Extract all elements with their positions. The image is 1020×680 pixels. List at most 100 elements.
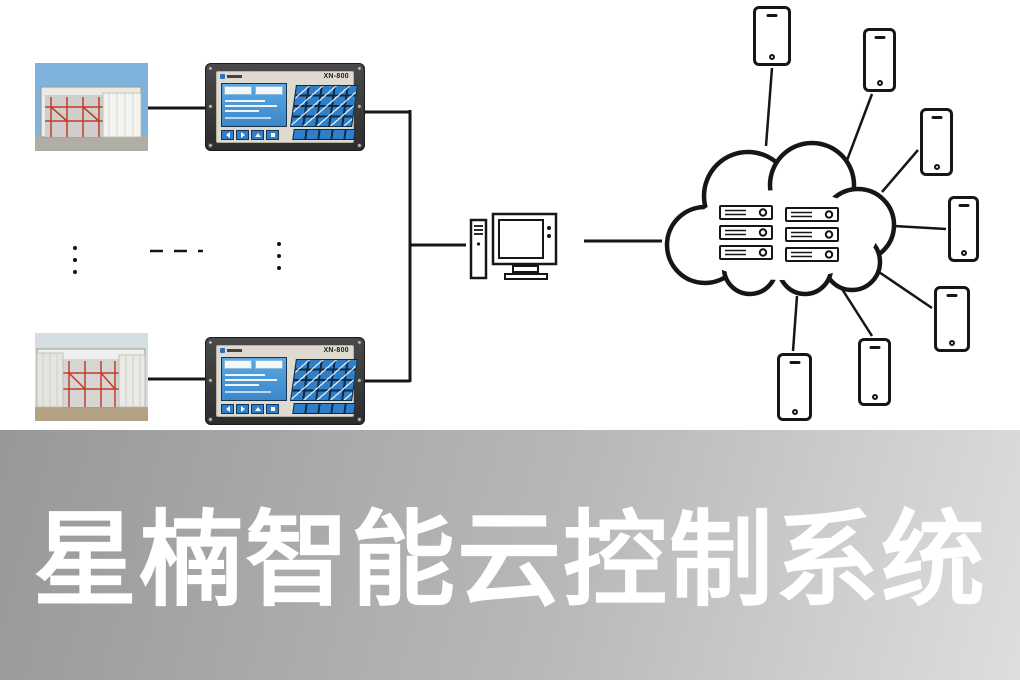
desktop-pc-icon: [469, 212, 558, 280]
screw-icon: [357, 104, 362, 109]
right-arrow-icon: [240, 132, 245, 138]
server-rack-icons: [719, 205, 839, 262]
left-arrow-icon: [225, 132, 230, 138]
phone-speaker: [946, 294, 958, 297]
screen-table-cell: [255, 360, 283, 369]
brand-logo-icon: [220, 74, 242, 79]
controller-keypad: [290, 85, 358, 127]
ellipsis-dot: [277, 242, 281, 246]
phone-home-button: [871, 394, 878, 400]
screen-table-cell: [224, 360, 252, 369]
cloud-icon: [664, 140, 897, 297]
left-arrow-icon: [225, 406, 230, 412]
nav-right-button: [236, 404, 249, 414]
screw-icon: [357, 340, 362, 345]
controller-nav-buttons: [221, 404, 279, 414]
controller-screen: [221, 357, 287, 401]
phone-home-button: [960, 250, 967, 256]
connections-layer: [148, 67, 947, 383]
smartphone-icon: [948, 196, 979, 262]
controller-nav-buttons: [221, 130, 279, 140]
screw-icon: [208, 143, 213, 148]
screen-text-line: [225, 105, 277, 107]
nav-right-button: [236, 130, 249, 140]
screw-icon: [357, 417, 362, 422]
right-arrow-icon: [240, 406, 245, 412]
brand-logo-icon: [220, 348, 242, 353]
nav-left-button: [221, 130, 234, 140]
screw-icon: [357, 66, 362, 71]
up-arrow-icon: [254, 133, 261, 137]
nav-up-button: [251, 130, 264, 140]
nav-enter-button: [266, 404, 279, 414]
screen-text-line: [225, 379, 277, 381]
connector-cloud-phone4: [893, 224, 947, 231]
screw-icon: [208, 340, 213, 345]
smartphone-icon: [777, 353, 812, 421]
up-arrow-icon: [254, 407, 261, 411]
ellipsis-dot: [277, 254, 281, 258]
controller-xn800-2: XN-800: [205, 337, 365, 425]
building-photo-art: [35, 63, 148, 151]
phone-speaker: [958, 204, 969, 207]
smartphone-icon: [858, 338, 891, 406]
phone-speaker: [789, 361, 800, 364]
connector-cloud-phone5: [875, 268, 933, 310]
connector-cloud-phone2: [844, 93, 874, 164]
screen-table-cell: [255, 86, 283, 95]
nav-left-button: [221, 404, 234, 414]
controller-keypad: [290, 359, 358, 401]
curing-room-photo-2: [35, 333, 148, 426]
screw-icon: [208, 417, 213, 422]
phone-home-button: [876, 80, 883, 86]
ellipsis-dot: [73, 270, 77, 274]
controller-panel: XN-800: [216, 345, 358, 417]
nav-enter-button: [266, 130, 279, 140]
phone-speaker: [869, 346, 880, 349]
enter-icon: [270, 407, 275, 411]
screen-text-line: [225, 110, 259, 112]
screen-text-line: [225, 384, 259, 386]
system-title: 星楠智能云控制系统: [32, 502, 987, 619]
nav-up-button: [251, 404, 264, 414]
curing-room-photo-1: [35, 63, 148, 156]
controller-model-label: XN-800: [323, 347, 349, 354]
controller-panel: XN-800: [216, 71, 358, 143]
smartphone-icon: [863, 28, 896, 92]
screw-icon: [357, 378, 362, 383]
phone-home-button: [949, 340, 955, 346]
controller-model-label: XN-800: [323, 73, 349, 80]
smartphone-icon: [920, 108, 953, 176]
screw-icon: [357, 143, 362, 148]
connector-cloud-phone7: [791, 295, 799, 352]
screw-icon: [208, 66, 213, 71]
controller-xn800-1: XN-800: [205, 63, 365, 151]
ellipsis-dot: [277, 266, 281, 270]
ellipsis-dot: [73, 246, 77, 250]
screw-icon: [208, 378, 213, 383]
screen-text-line: [225, 100, 265, 102]
connector-cloud-phone6: [840, 288, 874, 337]
phone-speaker: [874, 36, 885, 39]
phone-home-button: [791, 409, 798, 415]
vertical-ellipsis-photos: [73, 246, 77, 282]
controller-screen: [221, 83, 287, 127]
screen-text-line: [225, 117, 271, 119]
controller-keypad-bottom-row: [292, 129, 356, 140]
enter-icon: [270, 133, 275, 137]
phone-speaker: [766, 14, 778, 17]
connector-cloud-phone1: [764, 67, 774, 147]
title-banner: 星楠智能云控制系统: [0, 430, 1020, 680]
phone-home-button: [769, 54, 775, 60]
screen-text-line: [225, 391, 271, 393]
controller-keypad-bottom-row: [292, 403, 356, 414]
building-photo-art: [35, 333, 148, 421]
phone-home-button: [933, 164, 940, 170]
screen-text-line: [225, 374, 265, 376]
vertical-ellipsis-controllers: [277, 242, 281, 278]
smartphone-icon: [934, 286, 970, 352]
screen-table-cell: [224, 86, 252, 95]
ellipsis-dot: [73, 258, 77, 262]
phone-speaker: [931, 116, 942, 119]
